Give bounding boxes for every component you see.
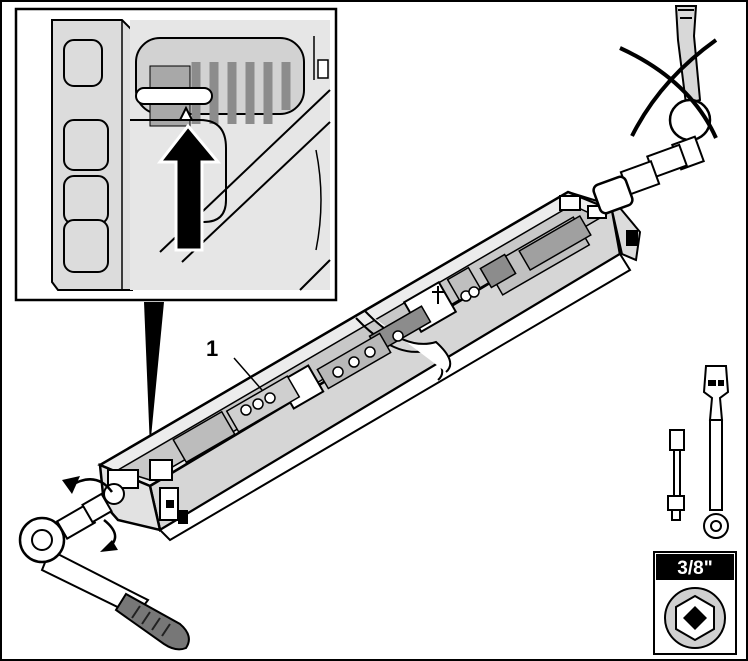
hex-socket-icon: [664, 587, 726, 649]
ratchet-wrench-icon: [18, 492, 190, 651]
prohibited-wrench-icon: [592, 5, 718, 215]
socket-size-label: 3/8": [677, 558, 712, 579]
socket-size-badge: 3/8": [653, 551, 737, 655]
ratchet-handle-icon: [702, 365, 730, 539]
rotation-arrow-icon: [62, 476, 118, 552]
callout-1-label: 1: [206, 336, 218, 361]
detail-inset: [14, 7, 338, 302]
door-closer-body: [97, 190, 642, 542]
arrow-up-icon: [156, 123, 222, 252]
socket-extension-icon: [667, 429, 685, 521]
